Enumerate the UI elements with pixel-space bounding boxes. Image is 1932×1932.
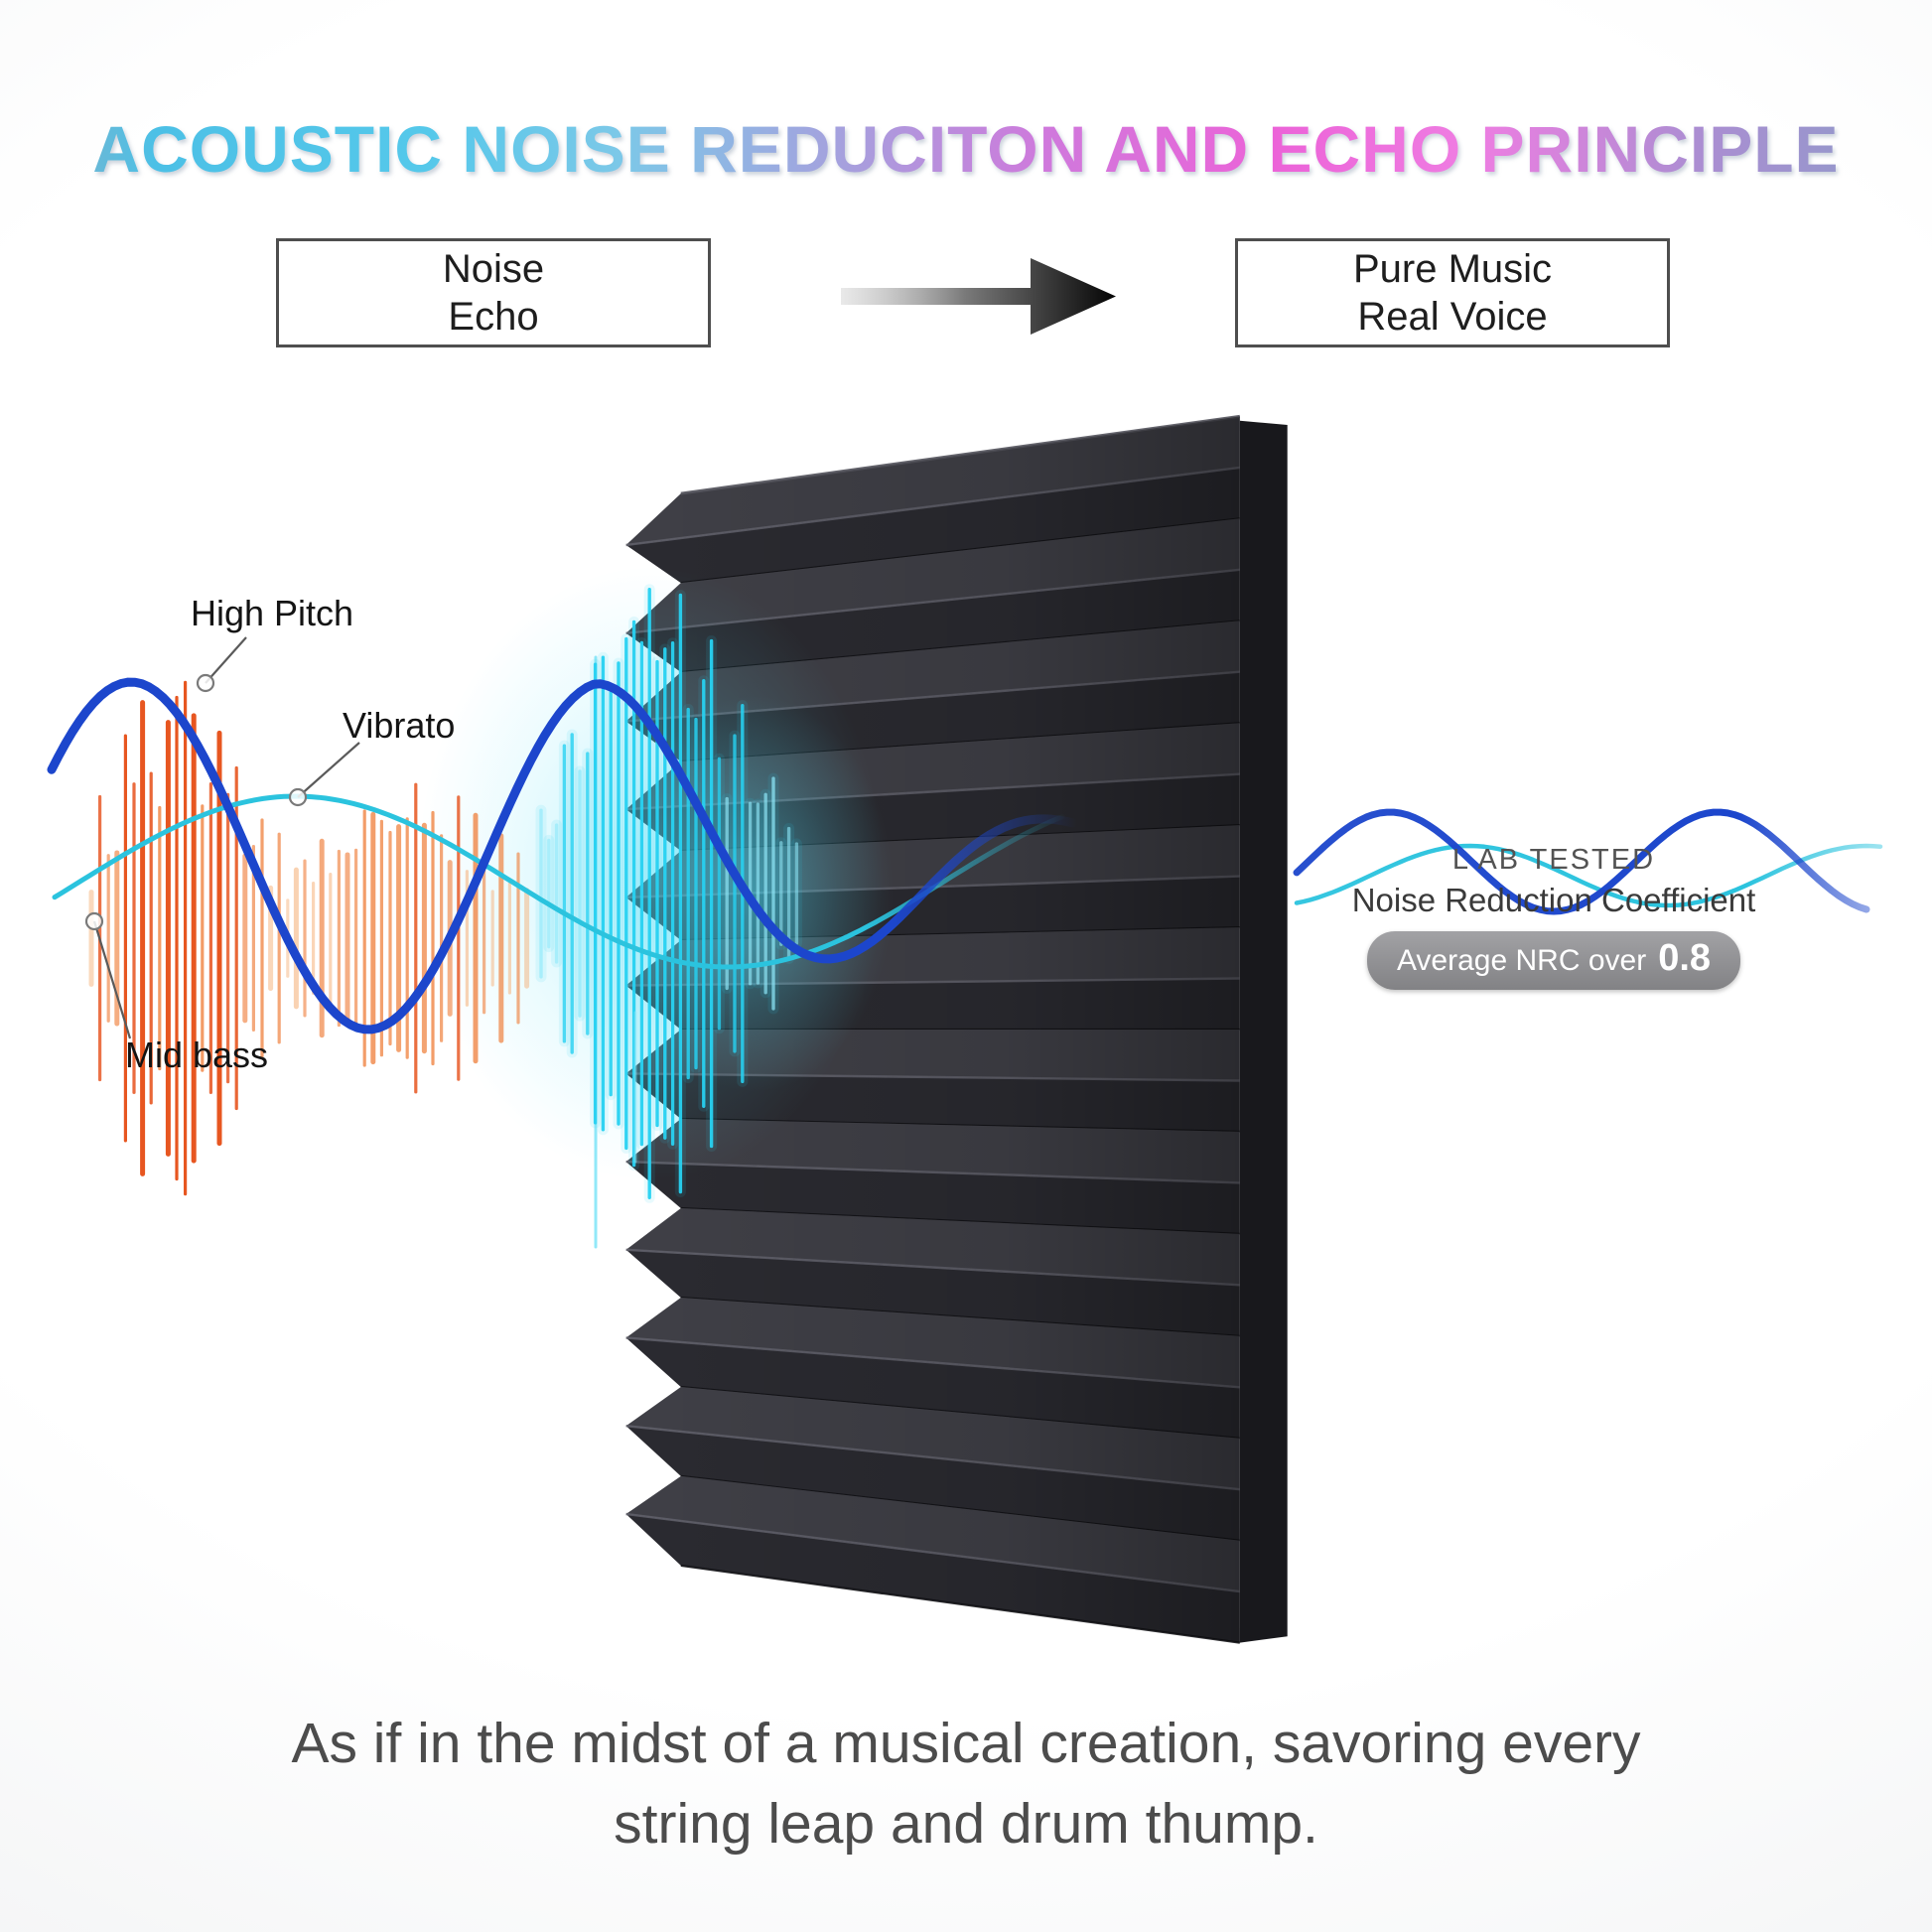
echo-label: Echo <box>448 295 539 339</box>
nrc-badge-value: 0.8 <box>1658 937 1712 979</box>
label-connectors <box>84 636 360 1039</box>
noise-echo-box: Noise Echo <box>276 238 711 347</box>
caption: As if in the midst of a musical creation… <box>0 1704 1932 1864</box>
noise-reduction-coefficient-label: Noise Reduction Coefficient <box>1351 882 1756 918</box>
noise-label: Noise <box>442 247 545 291</box>
real-voice-label: Real Voice <box>1357 295 1548 339</box>
caption-line-1: As if in the midst of a musical creation… <box>291 1712 1641 1775</box>
lab-tested-block: L AB TESTED Noise Reduction Coefficient … <box>1301 844 1807 990</box>
page-title: ACOUSTIC NOISE REDUCITON AND ECHO PRINCI… <box>0 111 1932 187</box>
vibrato-label: Vibrato <box>343 705 456 746</box>
lab-tested-label: L AB TESTED <box>1451 844 1656 876</box>
caption-line-2: string leap and drum thump. <box>614 1791 1318 1856</box>
cyan-waveform-burst <box>535 584 802 1249</box>
right-arrow-icon <box>841 258 1116 335</box>
pure-music-label: Pure Music <box>1352 247 1553 291</box>
pure-music-box: Pure Music Real Voice <box>1235 238 1670 347</box>
sound-waves <box>47 677 1883 1035</box>
nrc-badge: Average NRC over 0.8 <box>1366 931 1741 990</box>
nrc-badge-text: Average NRC over <box>1396 944 1647 977</box>
orange-waveform-burst <box>88 680 530 1196</box>
high-pitch-label: High Pitch <box>191 593 354 633</box>
mid-bass-label: Mid bass <box>125 1035 269 1075</box>
